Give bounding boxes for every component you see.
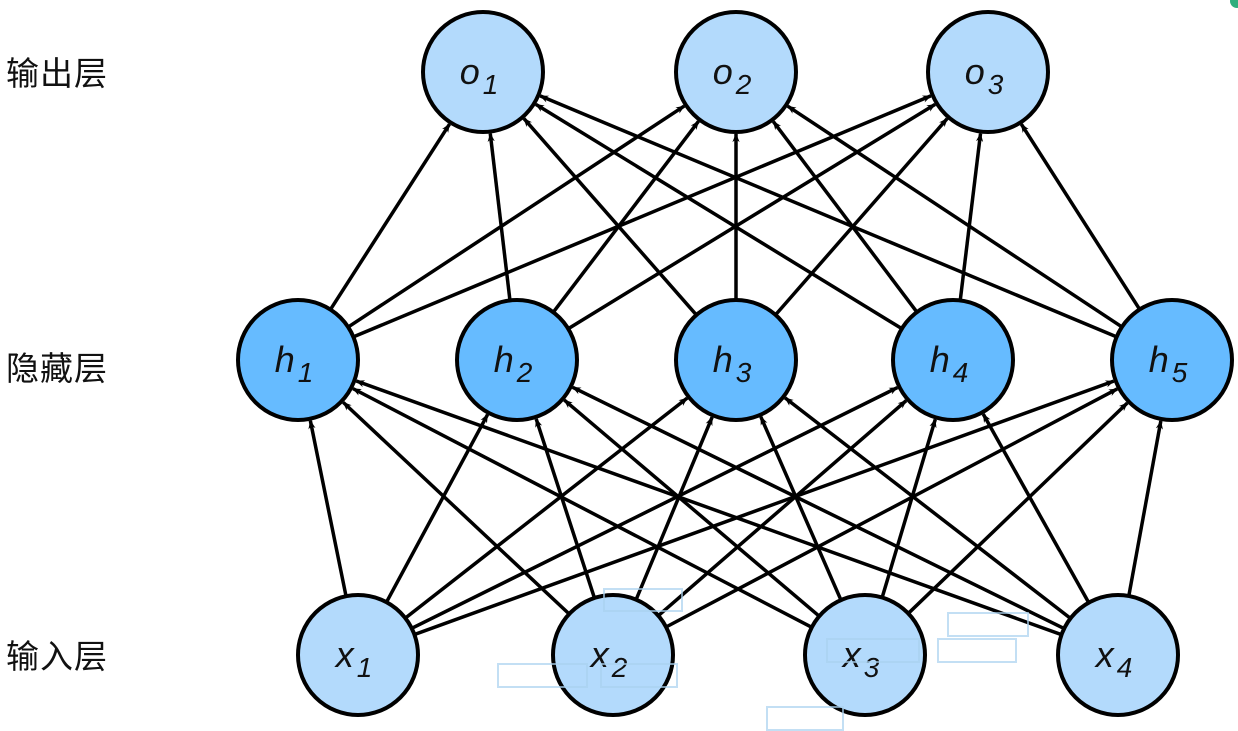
- edges: [308, 94, 1163, 637]
- edge-h5-o1: [539, 94, 1118, 339]
- edge-x1-h3: [404, 396, 689, 620]
- node-circle: [455, 298, 579, 422]
- node-circle: [296, 593, 420, 717]
- edge-x2-h5: [665, 387, 1118, 629]
- edge-x4-h2: [571, 385, 1065, 631]
- edge-x1-h5: [413, 379, 1115, 637]
- output-layer-label: 输出层: [6, 54, 108, 93]
- edge-h5-o2: [786, 104, 1123, 329]
- edge-h3-o1: [522, 117, 698, 317]
- edge-x4-h5: [1127, 420, 1163, 597]
- corner-mark: [1230, 0, 1238, 8]
- edge-x3-h2: [563, 398, 821, 618]
- input-layer-label: 输入层: [6, 637, 108, 676]
- edge-x4-h4: [981, 413, 1091, 604]
- edge-h1-o1: [328, 123, 451, 311]
- edge-x3-h5: [907, 401, 1129, 615]
- node-circle: [803, 593, 927, 717]
- edge-x4-h3: [784, 396, 1072, 620]
- node-circle: [1056, 593, 1180, 717]
- edge-h4-o1: [534, 102, 903, 331]
- node-circle: [926, 10, 1050, 134]
- edge-x1-h2: [384, 413, 490, 604]
- edge-x3-h1: [352, 387, 813, 629]
- edge-x4-h1: [355, 379, 1063, 637]
- node-circle: [891, 298, 1015, 422]
- edge-x2-h1: [342, 401, 571, 616]
- node-circle: [236, 298, 360, 422]
- edge-x2-h4: [657, 399, 908, 618]
- node-circle: [674, 298, 798, 422]
- hidden-layer-label: 隐藏层: [6, 349, 108, 388]
- node-circle: [674, 10, 798, 134]
- edge-x3-h4: [880, 418, 937, 599]
- edge-h1-o2: [347, 104, 686, 329]
- edge-x1-h4: [410, 385, 899, 630]
- edge-h2-o2: [551, 120, 700, 314]
- edge-h2-o3: [567, 102, 937, 331]
- edge-h5-o3: [1019, 123, 1142, 311]
- edge-x3-h3: [759, 415, 843, 601]
- node-circle: [421, 10, 545, 134]
- edge-h3-o3: [774, 117, 949, 316]
- edge-x2-h3: [634, 416, 714, 601]
- edge-x1-h1: [308, 419, 348, 597]
- node-circle: [1110, 298, 1234, 422]
- edge-h4-o2: [771, 120, 919, 314]
- node-circle: [551, 593, 675, 717]
- edge-h2-o1: [487, 132, 512, 301]
